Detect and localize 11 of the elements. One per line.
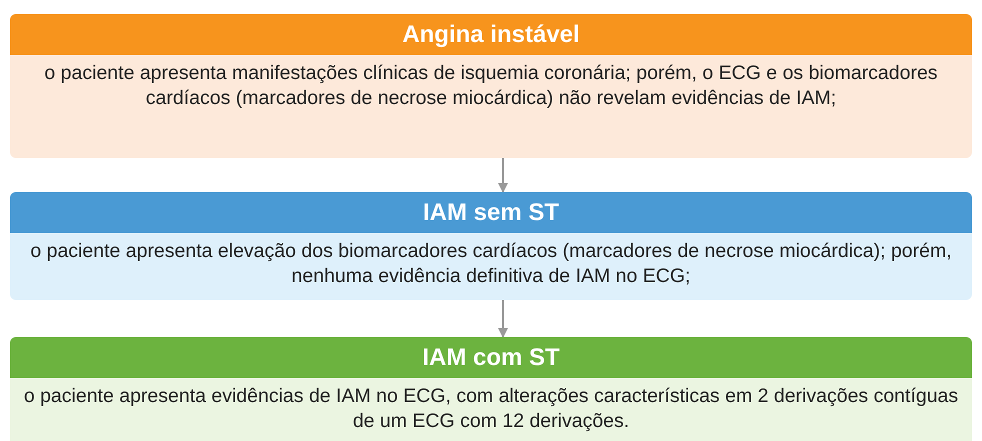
arrow (498, 300, 508, 338)
card-text: o paciente apresenta elevação dos biomarcadores cardíacos (marcadores de necrose miocárdica); porém, nenhuma evidência definitiva de IAM no ECG; (29, 239, 953, 289)
card-heading: IAM sem ST (10, 192, 972, 233)
arrow (498, 158, 508, 193)
card-heading: Angina instável (10, 14, 972, 55)
card-heading: IAM com ST (10, 337, 972, 378)
card-text: o paciente apresenta manifestações clínicas de isquemia coronária; porém, o ECG e os biomarcadores cardíacos (marcadores de necrose miocárdica) não revelam evidências de IAM; (43, 61, 939, 111)
card-text: o paciente apresenta evidências de IAM no ECG, com alterações características em 2 derivações contíguas de um ECG com 12 derivações. (22, 384, 960, 434)
process-card (10, 14, 972, 158)
process-card (10, 337, 972, 441)
process-card (10, 192, 972, 300)
